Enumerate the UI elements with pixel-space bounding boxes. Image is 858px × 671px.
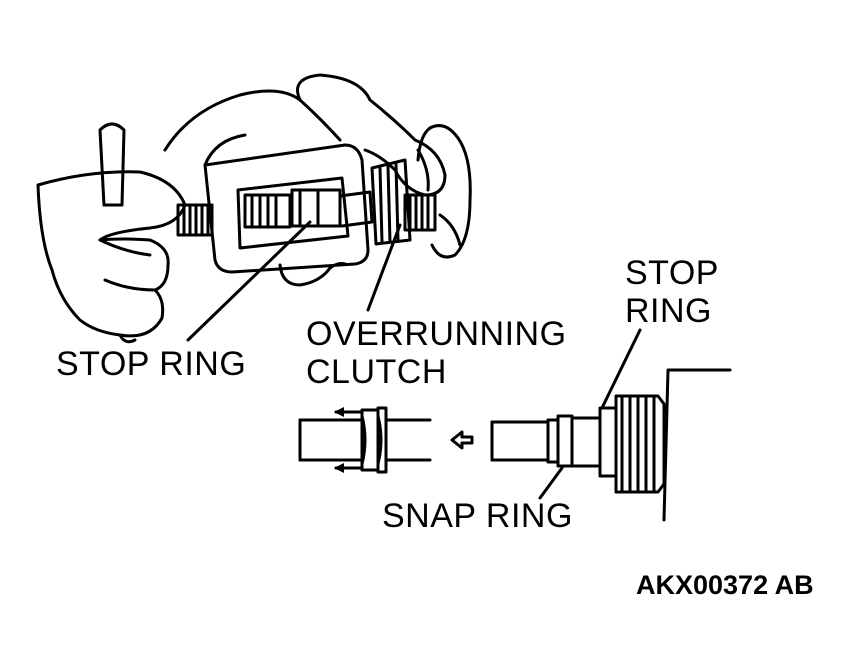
overrunning-clutch-label-line1: OVERRUNNING bbox=[306, 315, 567, 353]
puller-tool bbox=[176, 143, 374, 274]
direction-arrow bbox=[450, 430, 474, 450]
leader-overrunning-clutch bbox=[366, 223, 402, 312]
stop-ring-upper-label: STOP RING bbox=[56, 345, 247, 383]
shaft-right bbox=[490, 368, 732, 522]
overrunning-clutch-upper bbox=[370, 124, 472, 259]
stop-ring-right-label-line1: STOP bbox=[625, 254, 719, 292]
stop-ring-right-label-line2: RING bbox=[625, 292, 712, 330]
shaft-left bbox=[298, 406, 432, 474]
leader-stop-ring-right bbox=[600, 328, 642, 410]
overrunning-clutch-label-line2: CLUTCH bbox=[306, 353, 447, 391]
leader-stop-ring-upper bbox=[186, 220, 312, 342]
figure-code: AKX00372 AB bbox=[636, 570, 814, 600]
left-hand bbox=[36, 122, 187, 344]
leader-snap-ring bbox=[538, 466, 564, 500]
snap-ring-label: SNAP RING bbox=[382, 497, 573, 535]
